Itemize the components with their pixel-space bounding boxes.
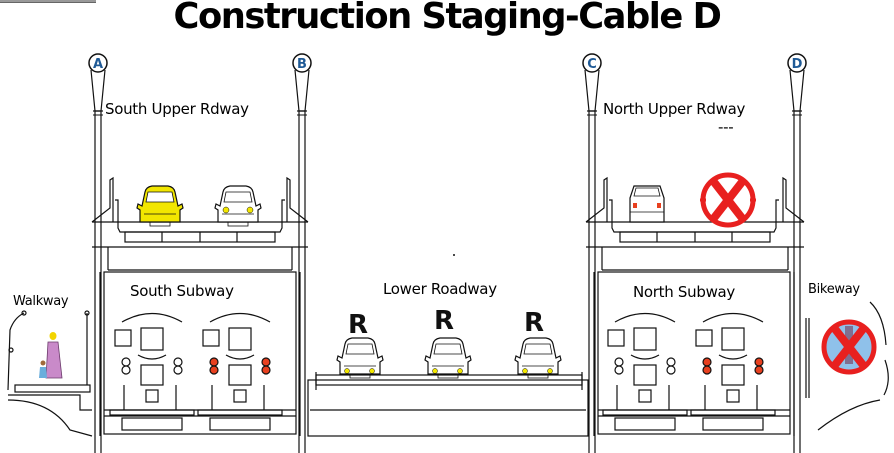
diagram-title: Construction Staging-Cable D	[173, 0, 722, 37]
north-upper-note: ---	[718, 118, 734, 136]
white-car-icon	[214, 185, 262, 227]
cable-d-label: D	[792, 57, 803, 72]
south-upper-deck	[91, 176, 309, 271]
cable-b-label: B	[297, 57, 307, 72]
subway-train-2	[197, 313, 283, 431]
closed-lane-icon	[700, 172, 756, 228]
south-subway-box	[99, 271, 301, 436]
bikeway-structure	[805, 301, 889, 431]
south-upper-roadway-label: South Upper Rdway	[105, 100, 249, 118]
lower-roadway-deck	[307, 372, 589, 437]
pedestrians-icon	[39, 332, 63, 379]
lane-marker-2: R	[434, 306, 455, 336]
top-edge-bar	[0, 0, 96, 3]
subway-trains	[109, 313, 776, 431]
closed-bikeway-icon	[821, 319, 877, 375]
subway-train-1	[109, 313, 195, 431]
north-subway-label: North Subway	[633, 283, 736, 301]
subway-train-3	[602, 313, 688, 431]
lower-roadway-label: Lower Roadway	[383, 280, 497, 298]
lower-car-1-icon	[336, 337, 384, 379]
walkway-label: Walkway	[13, 294, 69, 309]
car-rear-icon	[629, 185, 665, 223]
north-upper-deck	[585, 176, 805, 271]
cable-c-label: C	[587, 57, 597, 72]
north-upper-roadway-label: North Upper Rdway	[603, 100, 746, 118]
subway-train-4	[690, 313, 776, 431]
bikeway-label: Bikeway	[808, 282, 860, 297]
lane-marker-1: R	[348, 310, 369, 340]
lower-car-2-icon	[424, 337, 472, 379]
cable-d	[787, 53, 807, 453]
lane-marker-3: R	[524, 308, 545, 338]
stray-dot	[453, 254, 455, 256]
yellow-car-icon	[136, 185, 184, 227]
cable-a-label: A	[93, 57, 103, 72]
lower-car-3-icon	[514, 337, 562, 379]
south-subway-label: South Subway	[130, 282, 234, 300]
walkway-deck	[7, 310, 93, 437]
